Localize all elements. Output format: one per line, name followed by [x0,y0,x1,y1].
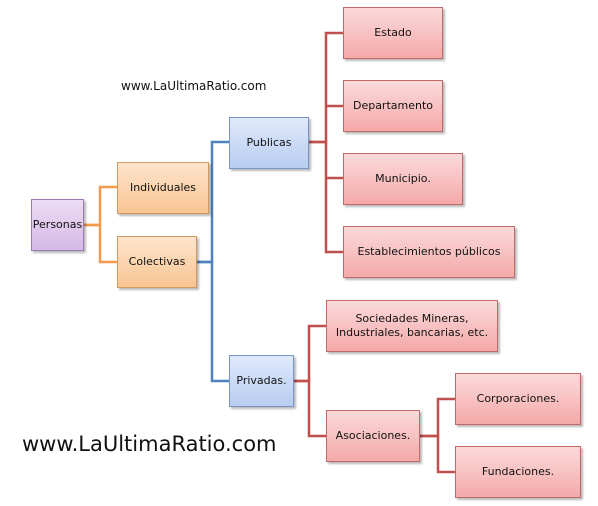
node-departamento: Departamento [343,80,443,132]
node-colectivas: Colectivas [117,236,197,288]
node-establecimientos-label: Establecimientos públicos [357,245,501,258]
connector-publicas-estado [309,31,343,144]
node-asociaciones-label: Asociaciones. [335,429,411,442]
node-privadas: Privadas. [229,355,294,407]
node-corporaciones-label: Corporaciones. [476,392,560,405]
node-sociedades-line1: Sociedades Mineras, [355,312,469,325]
node-corporaciones: Corporaciones. [455,373,581,425]
node-fundaciones: Fundaciones. [455,446,581,498]
connector-colectivas-privadas [197,260,229,383]
node-sociedades: Sociedades Mineras, Industriales, bancar… [326,300,498,352]
watermark-url-large[interactable]: www.LaUltimaRatio.com [22,432,277,456]
node-privadas-label: Privadas. [236,374,287,387]
node-municipio: Municipio. [343,153,463,205]
connector-privadas-asociaciones [294,379,326,438]
connector-asociaciones-fundaciones [420,434,455,474]
node-asociaciones: Asociaciones. [326,410,420,462]
watermark-url-small[interactable]: www.LaUltimaRatio.com [121,79,267,93]
node-sociedades-line2: Industriales, bancarias, etc. [335,326,489,339]
node-colectivas-label: Colectivas [128,255,186,268]
node-publicas: Publicas [229,117,309,169]
node-fundaciones-label: Fundaciones. [481,465,555,478]
node-publicas-label: Publicas [246,136,292,149]
node-municipio-label: Municipio. [375,172,431,185]
node-individuales: Individuales [117,162,209,214]
connector-privadas-sociedades [294,324,326,383]
node-individuales-label: Individuales [129,181,197,194]
node-estado-label: Estado [374,26,412,39]
node-personas-label: Personas [32,218,83,231]
node-establecimientos: Establecimientos públicos [343,226,515,278]
connector-personas-individuales [84,185,117,227]
node-estado: Estado [343,7,443,59]
node-departamento-label: Departamento [352,99,434,112]
connector-asociaciones-corporaciones [420,397,455,438]
connector-publicas-establecimientos [309,140,343,254]
node-personas: Personas [31,199,84,251]
node-sociedades-text: Sociedades Mineras, Industriales, bancar… [336,312,488,340]
connector-personas-colectivas [84,223,117,264]
